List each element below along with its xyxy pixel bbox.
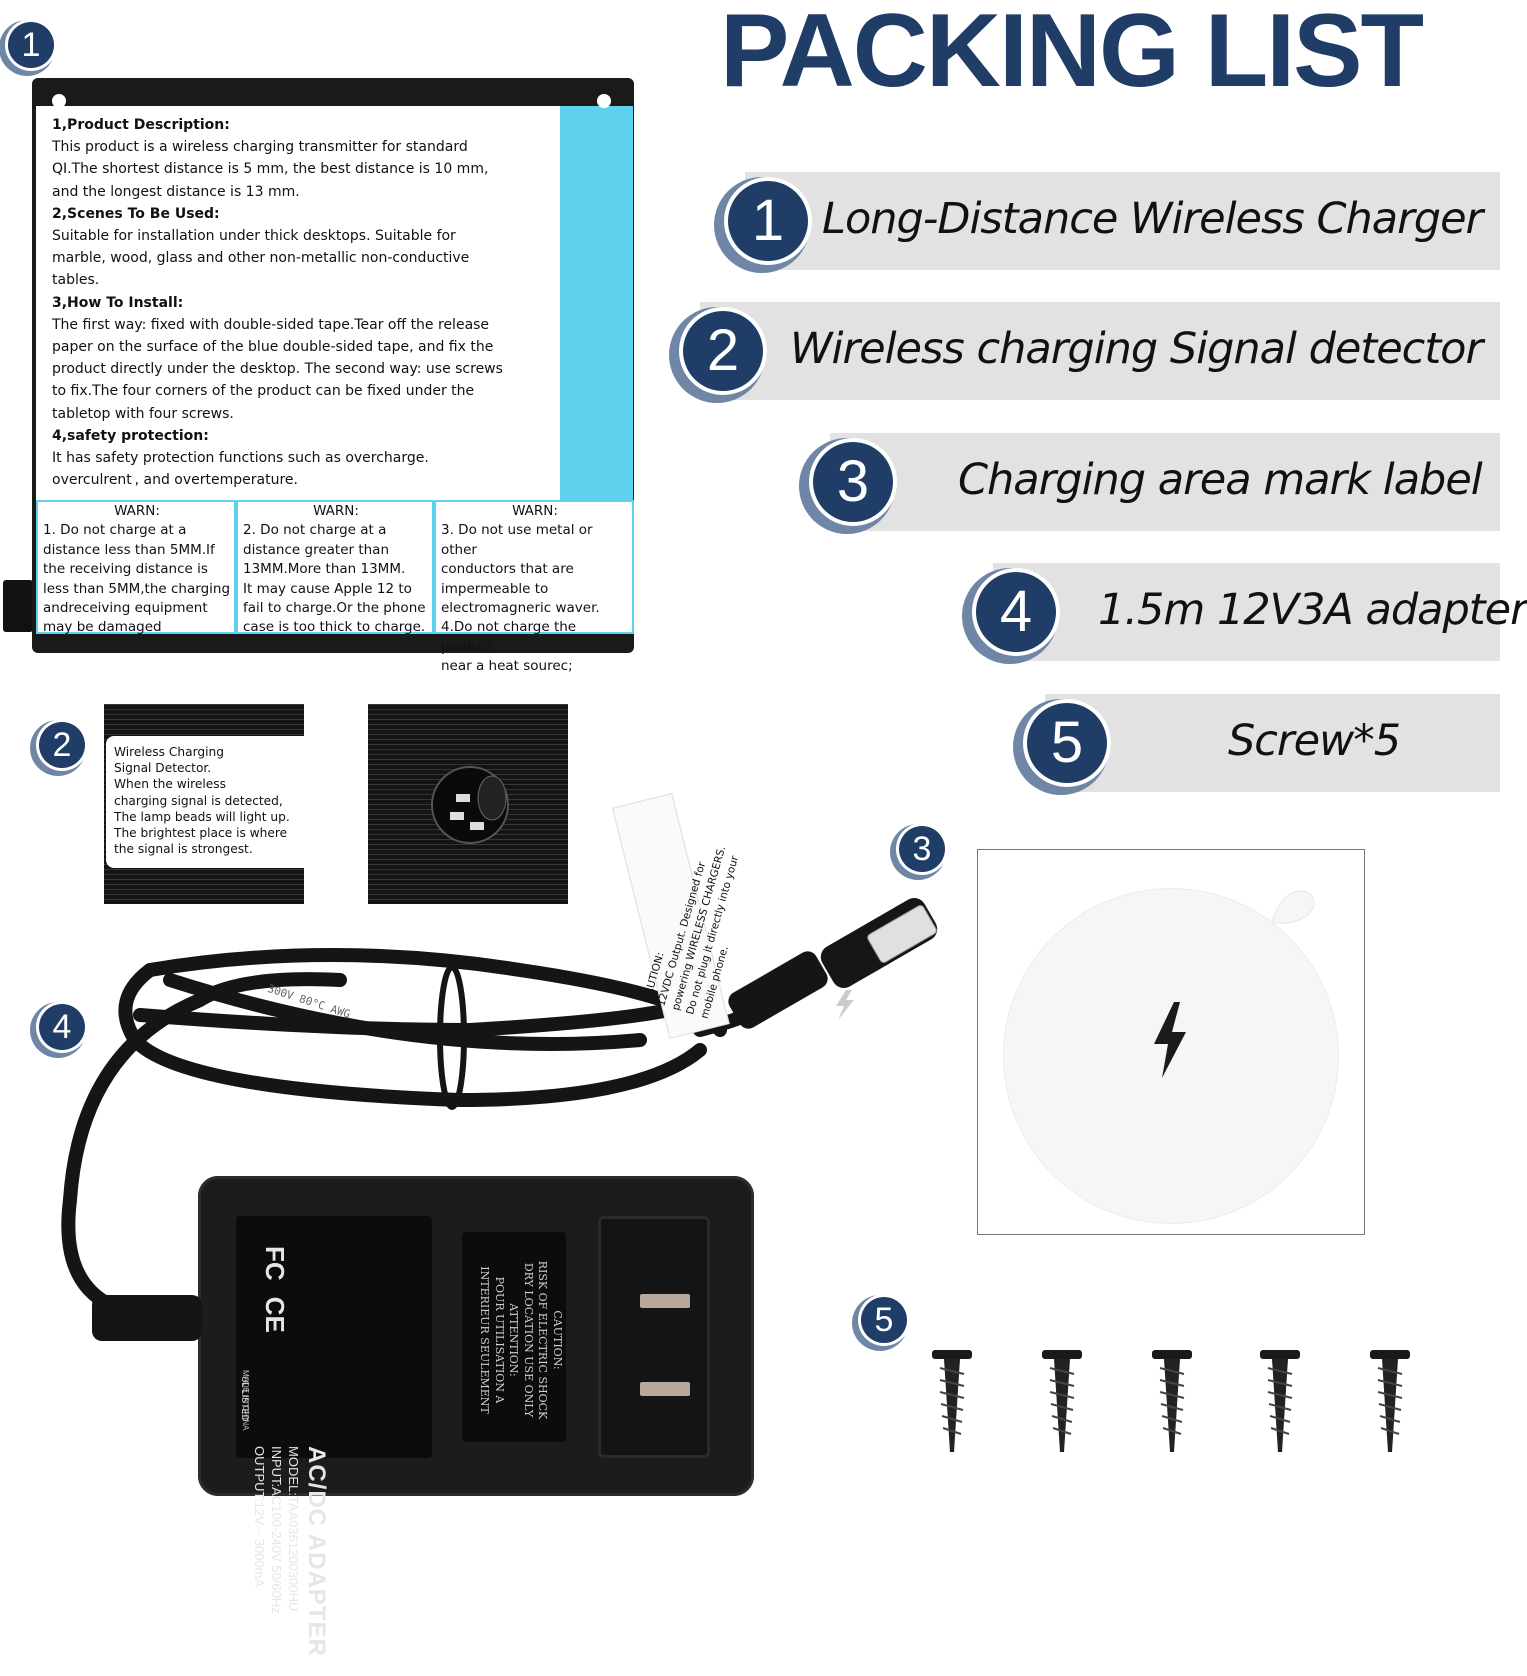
plug-prong (640, 1294, 690, 1308)
fc-mark: FC (260, 1246, 290, 1281)
list-row-3-number: 3 (813, 442, 893, 522)
warning-body: 3. Do not use metal or other conductors … (441, 522, 600, 675)
list-row-2 (700, 302, 1500, 400)
screw-icon (1370, 1350, 1410, 1452)
warning-heading: WARN: (114, 503, 160, 519)
mount-hole (52, 94, 66, 108)
section-body: Suitable for installation under thick de… (52, 228, 470, 289)
section-heading: 4,safety protection: (52, 427, 209, 444)
plug-housing (598, 1216, 710, 1458)
list-row-3 (830, 433, 1500, 531)
warning-box-2: WARN: 2. Do not charge at a distance gre… (236, 500, 434, 636)
adapter-rating-label (236, 1216, 432, 1458)
lightning-bolt-icon (1154, 1002, 1186, 1078)
page-title: PACKING LIST (720, 0, 1424, 109)
adapter-input: INPUT:AC100-240V 50/60Hz (269, 1446, 284, 1614)
product-description-card: 1,Product Description: This product is a… (36, 106, 560, 500)
section-body: The first way: fixed with double-sided t… (52, 316, 503, 422)
cert-marks: FC CE (259, 1246, 290, 1436)
warning-box-3: WARN: 3. Do not use metal or other condu… (434, 500, 634, 674)
section-heading: 1,Product Description: (52, 117, 230, 133)
plug-prong (640, 1382, 690, 1396)
ce-mark: CE (260, 1296, 290, 1333)
list-row-3-label: Charging area mark label (958, 455, 1483, 505)
item-3-badge: 3 (899, 826, 945, 872)
warning-heading: WARN: (313, 503, 359, 519)
item-1-badge: 1 (8, 22, 54, 68)
adapter-output: OUTPUT:12V⎓ 3000mA (252, 1446, 267, 1588)
list-row-1-number: 1 (728, 181, 808, 261)
screw-icon (1152, 1350, 1192, 1452)
list-row-2-label: Wireless charging Signal detector (790, 324, 1483, 374)
adapter-caution-label (462, 1232, 566, 1442)
charger-clip (3, 580, 33, 632)
list-row-1-label: Long-Distance Wireless Charger (822, 194, 1483, 244)
warning-heading: WARN: (512, 503, 558, 519)
detector-lamp-module (431, 766, 509, 844)
adapter-model: MODEL:TAA0361200300HU (286, 1446, 301, 1612)
list-row-4-number: 4 (976, 572, 1056, 652)
list-row-2-number: 2 (683, 311, 763, 391)
list-row-5-label: Screw*5 (1228, 716, 1401, 766)
screw-icon (1042, 1350, 1082, 1452)
item-2-badge: 2 (39, 722, 85, 768)
adapter-caution-text: CAUTION: RISK OF ELECTRIC SHOCK DRY LOCA… (478, 1260, 565, 1420)
list-row-5-number: 5 (1027, 703, 1107, 783)
section-heading: 3,How To Install: (52, 294, 184, 311)
cable-strain-relief (92, 1295, 202, 1341)
list-row-5 (1045, 694, 1500, 792)
item-5-badge: 5 (861, 1297, 907, 1343)
made-in-mark: MADE IN CHINA (241, 1370, 250, 1431)
warning-body: 1. Do not charge at a distance less than… (43, 522, 231, 636)
adapter-name: AC/DC ADAPTER (303, 1446, 330, 1657)
list-row-1 (745, 172, 1500, 270)
section-body: This product is a wireless charging tran… (52, 139, 489, 200)
list-row-4-label: 1.5m 12V3A adapter (1098, 585, 1527, 635)
warning-body: 2. Do not charge at a distance greater t… (243, 522, 426, 636)
section-heading: 2,Scenes To Be Used: (52, 205, 220, 222)
section-body: It has safety protection functions such … (52, 450, 429, 489)
adapter-cable (61, 897, 938, 1312)
warning-box-1: WARN: 1. Do not charge at a distance les… (36, 500, 236, 636)
screw-icon (1260, 1350, 1300, 1452)
list-row-4 (993, 563, 1500, 661)
signal-detector-label: Wireless Charging Signal Detector. When … (106, 736, 304, 868)
mount-hole (597, 94, 611, 108)
item-4-badge: 4 (39, 1004, 85, 1050)
adapter-specs: AC/DC ADAPTER MODEL:TAA0361200300HU INPU… (251, 1446, 330, 1676)
label-tab (1271, 890, 1315, 924)
screw-icon (932, 1350, 972, 1452)
